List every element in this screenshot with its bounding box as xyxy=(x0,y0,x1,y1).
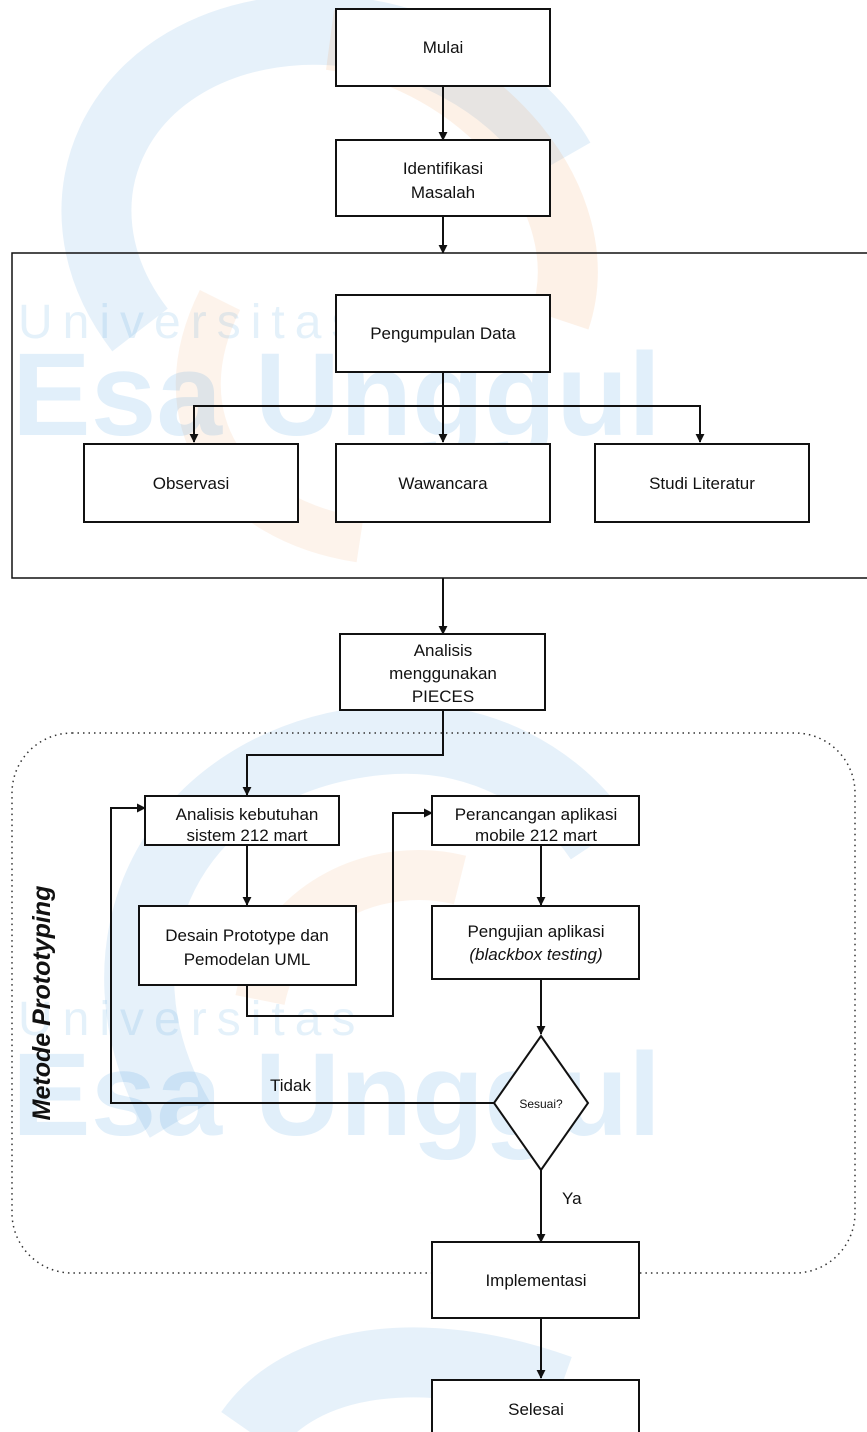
watermark-text-light-bottom: Universitas xyxy=(18,993,365,1046)
node-selesai xyxy=(431,1379,640,1432)
node-pengumpulan xyxy=(335,294,551,373)
sesuai-label: Sesuai? xyxy=(519,1097,563,1111)
node-pengujian xyxy=(431,905,640,980)
pengujian-label-2: (blackbox testing) xyxy=(469,945,602,964)
node-mulai xyxy=(335,8,551,87)
pengujian-label-1: Pengujian aplikasi xyxy=(467,922,604,941)
mulai-label: Mulai xyxy=(423,38,464,57)
edge-label-ya: Ya xyxy=(562,1189,582,1208)
node-observasi xyxy=(83,443,299,523)
edge-analisis-kebutuhan xyxy=(242,710,444,796)
pengumpulan-label: Pengumpulan Data xyxy=(370,324,516,343)
wawancara-label: Wawancara xyxy=(398,474,488,493)
watermark-text-light-top: Universitas xyxy=(18,296,365,349)
edge-desain-perancangan xyxy=(246,808,433,1017)
analisis-pieces-label-3: PIECES xyxy=(412,687,474,706)
desain-label-1: Desain Prototype dan xyxy=(165,926,329,945)
identifikasi-label-1: Identifikasi xyxy=(403,159,483,178)
prototyping-side-label: Metode Prototyping xyxy=(28,886,56,1121)
selesai-label: Selesai xyxy=(508,1400,564,1419)
node-implementasi xyxy=(431,1241,640,1319)
desain-label-2: Pemodelan UML xyxy=(184,950,311,969)
identifikasi-label-2: Masalah xyxy=(411,183,475,202)
flowchart-edges xyxy=(110,86,705,1379)
node-analisis-pieces xyxy=(339,633,546,711)
node-desain xyxy=(138,905,357,986)
watermark-logo xyxy=(61,0,630,1432)
kebutuhan-label-2: sistem 212 mart xyxy=(187,826,308,845)
perancangan-label-2: mobile 212 mart xyxy=(475,826,597,845)
edge-sesuai-tidak xyxy=(110,803,494,1104)
node-wawancara xyxy=(335,443,551,523)
observasi-label: Observasi xyxy=(153,474,230,493)
node-kebutuhan xyxy=(144,795,340,846)
implementasi-label: Implementasi xyxy=(485,1271,586,1290)
node-studi xyxy=(594,443,810,523)
kebutuhan-label-1: Analisis kebutuhan xyxy=(176,805,319,824)
node-sesuai-decision xyxy=(492,1034,590,1172)
analisis-pieces-label-2: menggunakan xyxy=(389,664,497,683)
perancangan-label-1: Perancangan aplikasi xyxy=(455,805,618,824)
edge-label-tidak: Tidak xyxy=(270,1076,311,1095)
node-perancangan xyxy=(431,795,640,846)
analisis-pieces-label-1: Analisis xyxy=(414,641,473,660)
node-identifikasi xyxy=(335,139,551,217)
studi-label: Studi Literatur xyxy=(649,474,755,493)
